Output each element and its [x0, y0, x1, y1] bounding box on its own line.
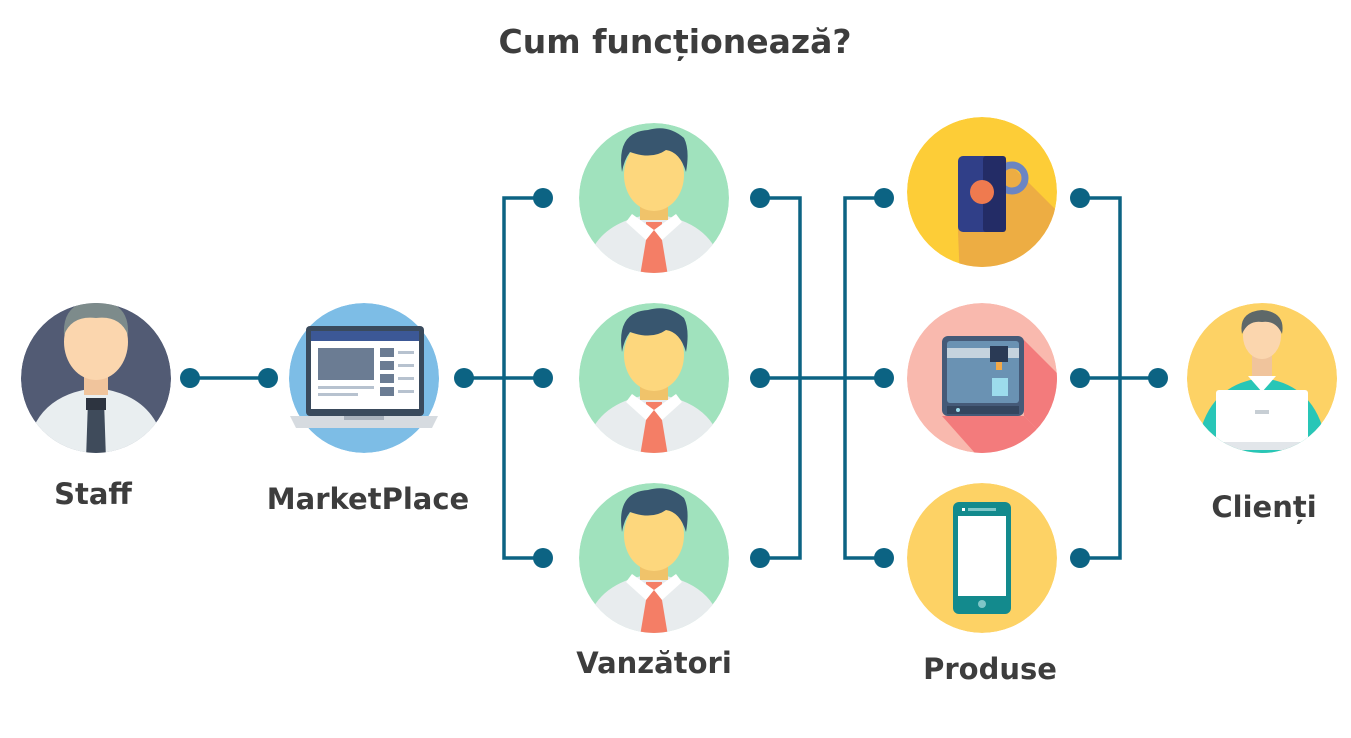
dot [750, 368, 770, 388]
seller-person-icon-3 [579, 483, 729, 633]
dot [180, 368, 200, 388]
dot [258, 368, 278, 388]
client-laptop-icon [1187, 303, 1337, 453]
dot [874, 188, 894, 208]
dot [750, 548, 770, 568]
dot [750, 188, 770, 208]
printer-3d-icon [907, 303, 1057, 453]
mug-icon [907, 117, 1057, 267]
node-label-staff: Staff [54, 477, 132, 511]
dot [1148, 368, 1168, 388]
bracket-products-left [843, 196, 884, 560]
connectors [190, 196, 1158, 560]
seller-person-icon-1 [579, 123, 729, 273]
staff-person-icon [21, 303, 171, 453]
laptop-screen [290, 326, 438, 428]
dot [454, 368, 474, 388]
dot [533, 548, 553, 568]
node-label-vanzatori: Vanzători [576, 646, 732, 680]
seller-person-icon-2 [579, 303, 729, 453]
node-label-clienti: Clienți [1211, 490, 1317, 524]
dot [874, 368, 894, 388]
node-label-marketplace: MarketPlace [266, 482, 470, 516]
diagram-title: Cum funcționează? [498, 22, 852, 61]
dot [533, 368, 553, 388]
dot [533, 188, 553, 208]
dot [874, 548, 894, 568]
bracket-sellers-left [502, 196, 543, 560]
dot [1070, 368, 1090, 388]
node-label-produse: Produse [923, 652, 1057, 686]
connector-dots [180, 188, 1168, 568]
dot [1070, 188, 1090, 208]
dot [1070, 548, 1090, 568]
smartphone-icon [907, 483, 1057, 633]
